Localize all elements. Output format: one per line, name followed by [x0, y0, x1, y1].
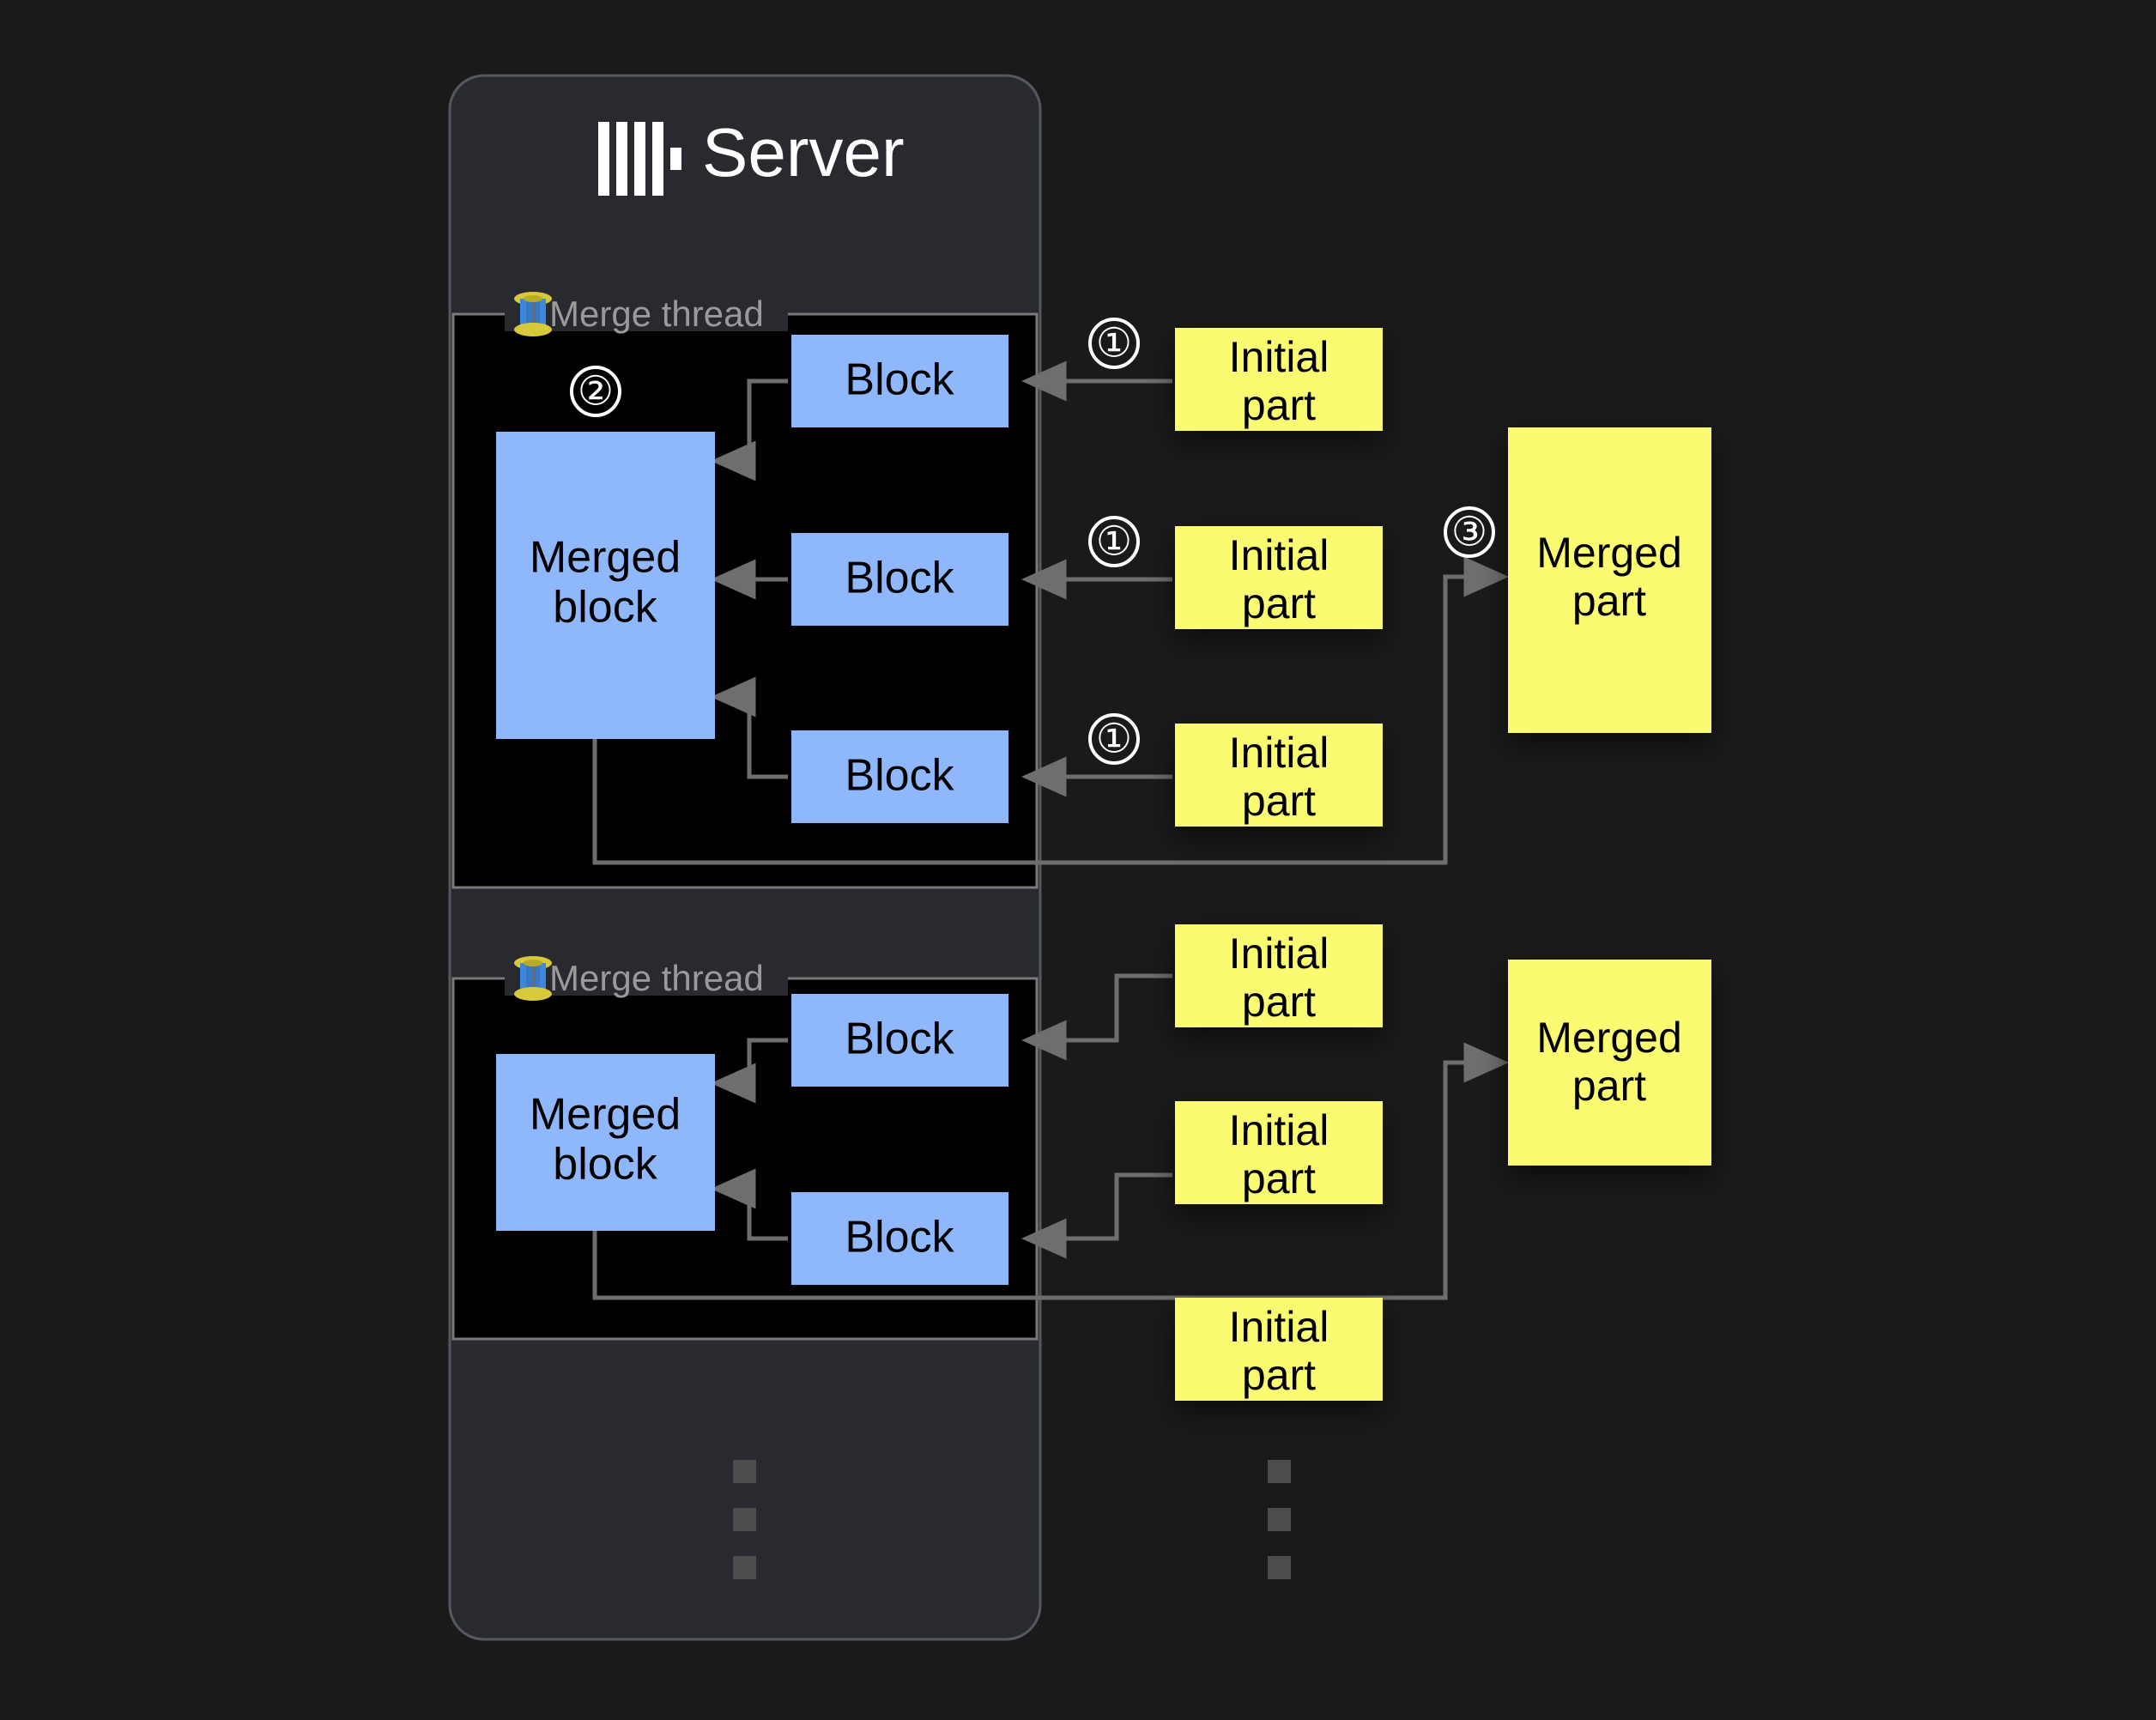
- initial-part-1-1-line2: part: [1242, 381, 1316, 429]
- parts-ellipsis: [1268, 1460, 1291, 1579]
- server-title: Server: [702, 114, 905, 191]
- initial-part-1-3-line2: part: [1242, 777, 1316, 825]
- initial-part-2-2: [1175, 1101, 1383, 1204]
- arrow-merged-block-to-part-2: [592, 1042, 1509, 1300]
- initial-part-extra-1: [1175, 1298, 1383, 1401]
- block-1-3: Block: [791, 730, 1008, 823]
- block-1-1-label: Block: [845, 355, 954, 405]
- merge-thread-2-label: Merge thread: [549, 958, 764, 998]
- step-badge-1-1-label: ①: [1096, 319, 1132, 365]
- merged-part-2-line2: part: [1572, 1062, 1646, 1110]
- arrow-initial-to-block-2-2: [1021, 1172, 1172, 1259]
- initial-part-2-2-line2: part: [1242, 1154, 1316, 1202]
- initial-part-extra-1-line1: Initial: [1229, 1303, 1329, 1351]
- arrow-block-to-merged-2-2: [711, 1168, 788, 1241]
- step-badge-write-1-label: ③: [1451, 508, 1487, 554]
- initial-part-1-1-line1: Initial: [1229, 333, 1329, 381]
- block-2-1-label: Block: [845, 1014, 954, 1064]
- block-1-1: Block: [791, 335, 1008, 427]
- step-badge-write-1: ③: [1444, 506, 1495, 558]
- server-ellipsis: [733, 1460, 756, 1579]
- initial-part-1-2: [1175, 526, 1383, 629]
- merged-block-1-line2: block: [553, 583, 657, 633]
- initial-part-2-2-line1: Initial: [1229, 1106, 1329, 1154]
- block-1-2: Block: [791, 533, 1008, 626]
- merged-part-2: [1508, 960, 1711, 1166]
- merged-block-2-line2: block: [553, 1140, 657, 1190]
- step-badge-1-2: ①: [1088, 516, 1140, 567]
- initial-part-2-1-line1: Initial: [1229, 930, 1329, 978]
- merged-block-2-line1: Merged: [530, 1090, 681, 1140]
- merged-part-1-line2: part: [1572, 577, 1646, 625]
- block-2-2: Block: [791, 1192, 1008, 1285]
- step-badge-1-3-label: ①: [1096, 715, 1132, 760]
- block-2-2-label: Block: [845, 1213, 954, 1263]
- initial-part-1-1: [1175, 328, 1383, 431]
- merged-part-1-line1: Merged: [1536, 529, 1682, 577]
- arrow-initial-to-block-2-1: [1021, 973, 1172, 1061]
- step-badge-1-2-label: ①: [1096, 518, 1132, 563]
- initial-part-1-2-line1: Initial: [1229, 531, 1329, 579]
- step-badge-merge-1: ②: [570, 366, 621, 417]
- initial-part-1-3-line1: Initial: [1229, 729, 1329, 777]
- initial-part-1-3: [1175, 724, 1383, 827]
- thread-spool-icon-1: [511, 290, 555, 338]
- merged-block-2: Merged block: [496, 1054, 715, 1231]
- arrow-block-to-merged-1-3: [711, 676, 788, 779]
- step-badge-1-3: ①: [1088, 713, 1140, 765]
- merged-part-1: [1508, 427, 1711, 733]
- merged-block-1: Merged block: [496, 432, 715, 739]
- merged-block-1-line1: Merged: [530, 533, 681, 583]
- merge-thread-1-label-mask: [505, 299, 788, 331]
- thread-spool-icon-2: [511, 954, 555, 1002]
- merge-thread-2-label-mask: [505, 963, 788, 996]
- initial-part-1-2-line2: part: [1242, 579, 1316, 627]
- arrow-merged-block-to-part-1: [592, 556, 1509, 865]
- arrow-block-to-merged-1-1: [711, 379, 788, 481]
- connector-arrows: [592, 360, 1509, 1300]
- merge-thread-2-header: Merge thread: [549, 958, 764, 998]
- initial-part-2-1-line2: part: [1242, 978, 1316, 1026]
- merged-part-2-line1: Merged: [1536, 1014, 1682, 1062]
- initial-part-extra-1-line2: part: [1242, 1351, 1316, 1399]
- step-badge-1-1: ①: [1088, 318, 1140, 369]
- step-badge-merge-1-label: ②: [578, 367, 614, 413]
- arrow-block-to-merged-2-1: [711, 1038, 788, 1104]
- block-2-1: Block: [791, 994, 1008, 1087]
- merge-thread-1-label: Merge thread: [549, 294, 764, 334]
- merge-thread-1-header: Merge thread: [549, 294, 764, 334]
- clickhouse-logo-icon: [598, 122, 681, 196]
- initial-part-2-1: [1175, 924, 1383, 1027]
- block-1-2-label: Block: [845, 554, 954, 603]
- block-1-3-label: Block: [845, 751, 954, 801]
